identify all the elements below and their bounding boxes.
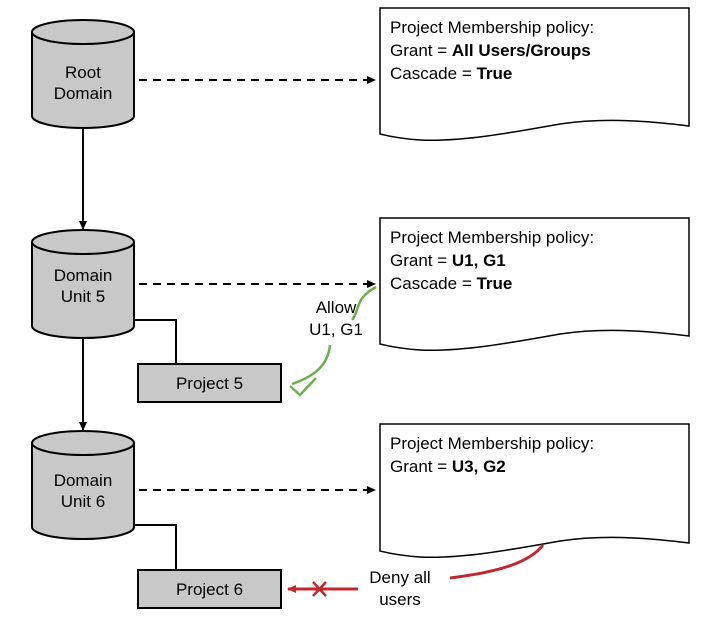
deny-annotation: Deny all users (360, 567, 440, 611)
allow-annotation: Allow U1, G1 (296, 297, 376, 341)
du6-policy-document (379, 423, 690, 559)
du5-policy-document (379, 217, 690, 352)
du5-policy-grant: Grant = U1, G1 (390, 249, 594, 272)
root-policy-cascade: Cascade = True (390, 62, 594, 85)
domain-unit-5-label-line2: Unit 5 (60, 287, 106, 306)
du5-policy-cascade: Cascade = True (390, 272, 594, 295)
domain-unit-6-label-line2: Unit 6 (60, 492, 106, 511)
du5-policy-text: Project Membership policy: Grant = U1, G… (390, 226, 594, 295)
root-policy-title: Project Membership policy: (390, 18, 595, 37)
du5-cascade-value: True (476, 274, 513, 293)
deny-annotation-line1: Deny all (369, 568, 431, 587)
domain-unit-6-label-line1: Domain (53, 471, 113, 490)
du6-policy-grant: Grant = U3, G2 (390, 455, 594, 478)
du5-grant-label: Grant = (390, 251, 452, 270)
project-6-label: Project 6 (175, 580, 244, 599)
domain-unit-6-cylinder (31, 430, 135, 540)
root-grant-label: Grant = (390, 41, 452, 60)
domain-unit-5-cylinder (31, 229, 135, 339)
root-cascade-value: True (476, 64, 513, 83)
root-cascade-label: Cascade = (390, 64, 477, 83)
du6-to-project6-line (134, 524, 177, 570)
root-domain-label-line2: Domain (53, 84, 113, 103)
du6-policy-text: Project Membership policy: Grant = U3, G… (390, 432, 594, 478)
du6-grant-value: U3, G2 (451, 457, 506, 476)
root-domain-label-line1: Root (65, 63, 101, 82)
domain-unit-5-label: Domain Unit 5 (31, 265, 135, 307)
root-policy-document (379, 7, 690, 142)
allow-curve (291, 285, 377, 386)
allow-annotation-line1: Allow (315, 298, 357, 317)
du5-policy-title: Project Membership policy: (390, 228, 595, 247)
domain-unit-6-label: Domain Unit 6 (31, 470, 135, 512)
allow-check-icon (289, 377, 317, 397)
deny-annotation-line2: users (379, 590, 421, 609)
allow-annotation-line2: U1, G1 (309, 320, 363, 339)
root-policy-text: Project Membership policy: Grant = All U… (390, 16, 594, 85)
project-6-box (137, 569, 282, 609)
domain-unit-5-label-line1: Domain (53, 266, 113, 285)
du6-policy-title: Project Membership policy: (390, 434, 595, 453)
du5-grant-value: U1, G1 (451, 251, 506, 270)
du5-cascade-label: Cascade = (390, 274, 477, 293)
project-5-label: Project 5 (175, 374, 244, 393)
du6-grant-label: Grant = (390, 457, 452, 476)
root-domain-label: Root Domain (31, 62, 135, 104)
root-domain-cylinder (31, 19, 135, 129)
deny-curve (449, 544, 545, 580)
root-grant-value: All Users/Groups (451, 41, 591, 60)
deny-x-icon (312, 581, 327, 597)
root-policy-grant: Grant = All Users/Groups (390, 39, 594, 62)
du5-to-project5-line (134, 319, 177, 364)
project-5-box (137, 363, 282, 403)
